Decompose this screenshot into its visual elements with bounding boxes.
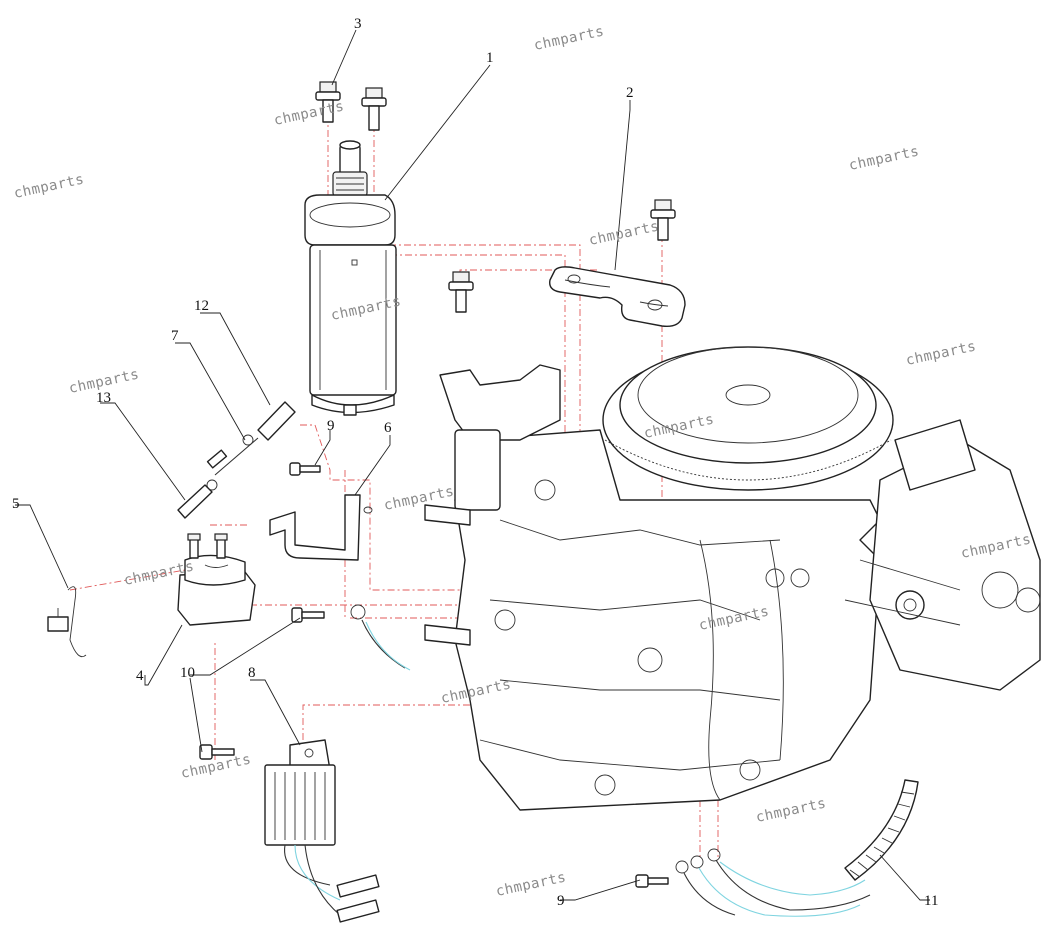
callout-3: 3 xyxy=(354,16,362,32)
ground-wire-harness xyxy=(675,848,871,917)
small-bolts xyxy=(199,462,669,888)
starter-bolts xyxy=(315,81,676,313)
callout-10: 10 xyxy=(180,665,195,681)
watermark: chmparts xyxy=(13,171,86,202)
callout-12: 12 xyxy=(194,298,209,314)
callout-8: 8 xyxy=(248,665,256,681)
callout-7: 7 xyxy=(171,328,179,344)
watermark: chmparts xyxy=(755,795,828,826)
callout-11: 11 xyxy=(924,893,938,909)
callout-6: 6 xyxy=(384,420,392,436)
watermark: chmparts xyxy=(180,751,253,782)
starter-solenoid xyxy=(177,533,256,626)
starter-bracket xyxy=(549,266,686,328)
callout-2: 2 xyxy=(626,85,634,101)
callout-9-lower: 9 xyxy=(557,893,565,909)
fuse-holder xyxy=(47,586,87,658)
callout-5: 5 xyxy=(12,496,20,512)
watermark: chmparts xyxy=(848,143,921,174)
leader-lines xyxy=(15,29,930,901)
callout-4: 4 xyxy=(136,668,144,684)
engine-block xyxy=(424,346,1041,811)
callout-1: 1 xyxy=(486,50,494,66)
watermark: chmparts xyxy=(588,218,661,249)
voltage-regulator xyxy=(264,739,380,923)
watermark: chmparts xyxy=(905,338,978,369)
callout-9-upper: 9 xyxy=(327,418,335,434)
watermark: chmparts xyxy=(273,98,346,129)
callout-13: 13 xyxy=(96,390,111,406)
callout-numbers: 1 2 3 4 5 6 7 8 9 9 10 11 12 13 xyxy=(12,16,938,909)
solenoid-bracket xyxy=(269,494,373,561)
battery-cable xyxy=(177,401,296,519)
ring-terminal-wire xyxy=(350,604,411,671)
starter-motor xyxy=(304,140,397,416)
corrugated-tube xyxy=(844,779,919,881)
watermark: chmparts xyxy=(533,23,606,54)
